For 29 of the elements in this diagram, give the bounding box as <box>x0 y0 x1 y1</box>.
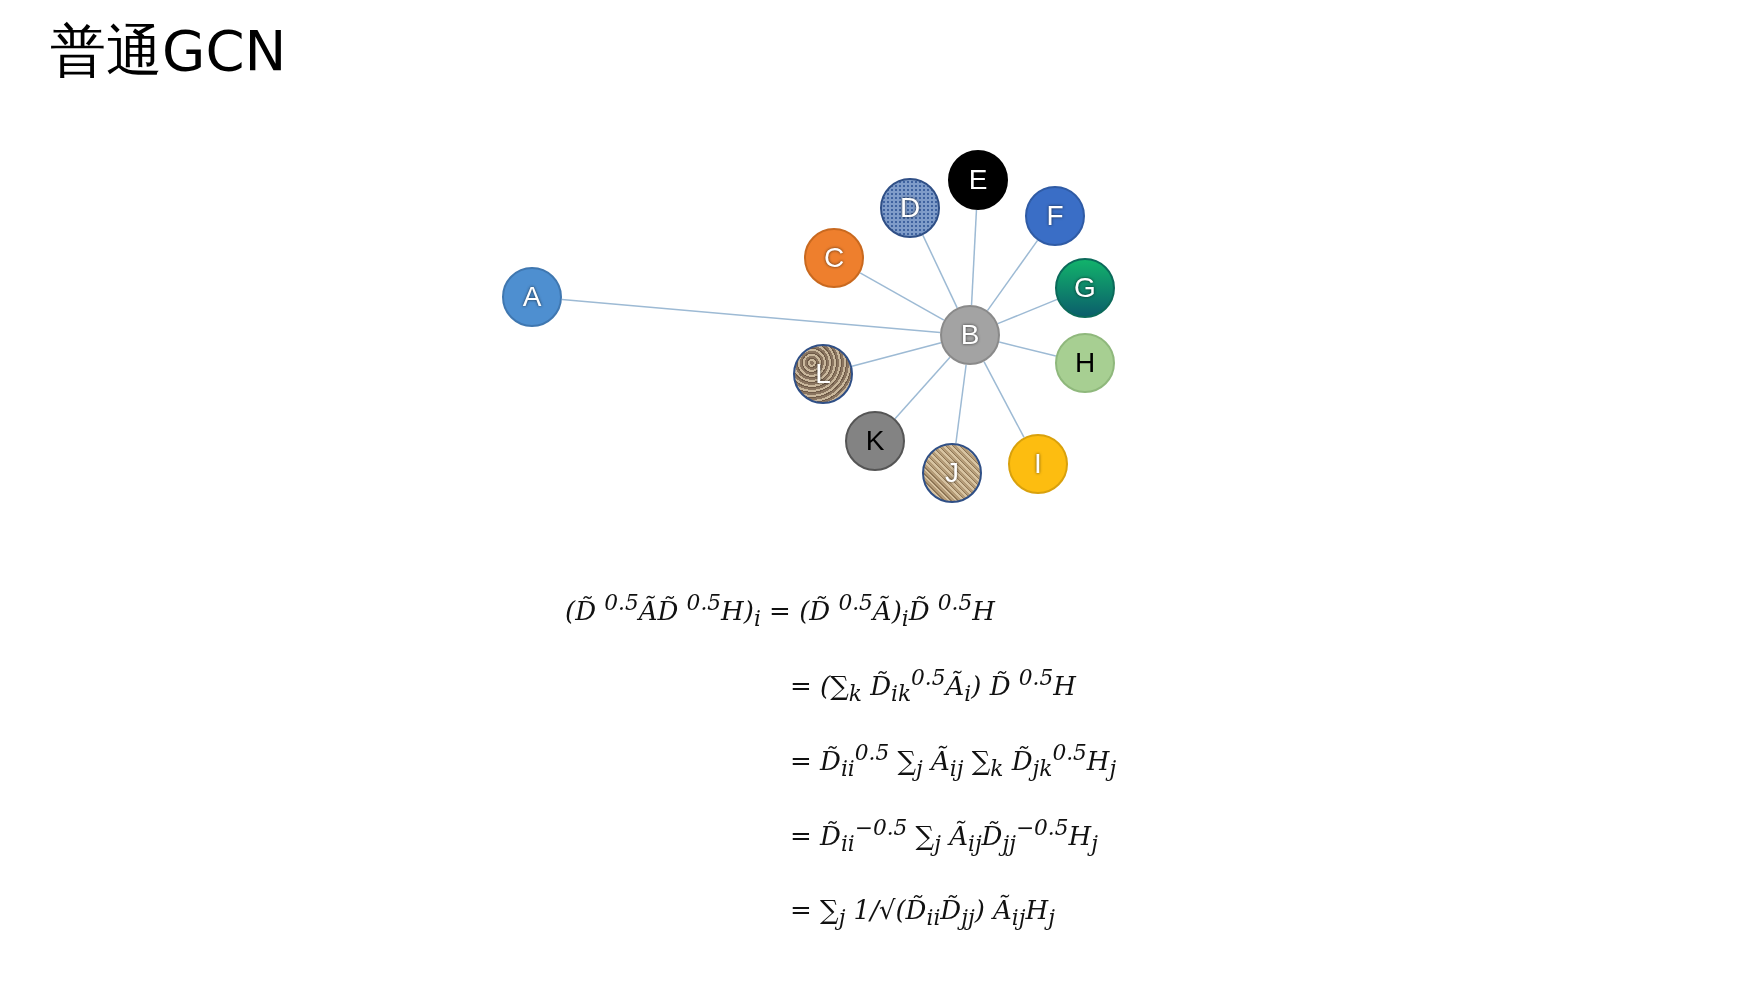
graph-node: K <box>845 411 905 471</box>
equation-line: = D̃$_{ii}$$^{0.5}$ ∑$_{j}$ Ã$_{ij}$ ∑$_{k}$ D̃$_{jk}$$^{0.5}$H$_{j}$ <box>790 740 1117 781</box>
graph-node: F <box>1025 186 1085 246</box>
graph-node: J <box>922 443 982 503</box>
graph-node: A <box>502 267 562 327</box>
equation-line: = ∑$_{j}$ 1/√(D̃$_{ii}$D̃$_{jj}$) Ã$_{ij}$H$_{j}$ <box>790 895 1055 931</box>
edge-line <box>894 356 951 420</box>
slide-title: 普通GCN <box>50 17 287 85</box>
graph-node: L <box>793 344 853 404</box>
edge-line <box>955 364 967 444</box>
edge-line <box>998 341 1057 357</box>
equation-line: (D̃ $^{0.5}$ÃD̃ $^{0.5}$H)$_{i}$ = (D̃ $^{0.5}$Ã)$_{i}$D̃ $^{0.5}$H <box>565 590 995 631</box>
edge-line <box>983 360 1025 439</box>
graph-node: E <box>948 150 1008 210</box>
edge-line <box>970 209 978 306</box>
edge-line <box>922 234 958 309</box>
graph-node: G <box>1055 258 1115 318</box>
edge-line <box>851 341 942 368</box>
graph-node: C <box>804 228 864 288</box>
edge-line <box>859 272 945 321</box>
graph-node: H <box>1055 333 1115 393</box>
equation-line: = (∑$_{k}$ D̃$_{ik}$$^{0.5}$Ã$_{i}$) D̃ $^{0.5}$H <box>790 665 1076 706</box>
edge-line <box>986 239 1039 312</box>
graph-node: B <box>940 305 1000 365</box>
edge-line <box>561 298 941 334</box>
graph-node: D <box>880 178 940 238</box>
equation-line: = D̃$_{ii}$$^{−0.5}$ ∑$_{j}$ Ã$_{ij}$D̃$_{jj}$$^{−0.5}$H$_{j}$ <box>790 815 1098 856</box>
graph-node: I <box>1008 434 1068 494</box>
edge-line <box>997 298 1058 325</box>
